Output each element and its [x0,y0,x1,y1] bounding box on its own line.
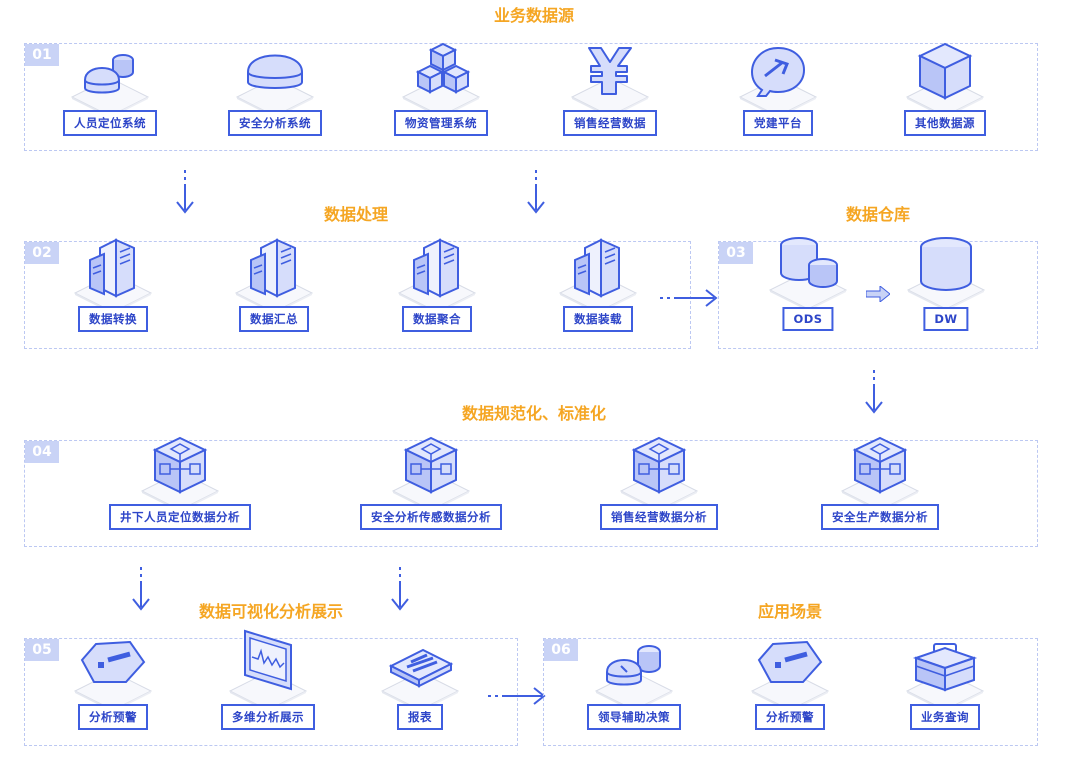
item-analysis-warning[interactable]: 分析预警 [58,636,168,736]
item-label: 党建平台 [743,110,813,136]
item-label: 安全分析系统 [228,110,322,136]
item-other-sources[interactable]: 其他数据源 [890,42,1000,142]
panel-business-sources: 01 [24,43,1038,151]
right-arrow-icon [660,288,720,308]
item-data-summary[interactable]: 数据汇总 [219,238,329,338]
briefcase-icon [910,636,980,698]
item-materials-management[interactable]: 物资管理系统 [386,42,496,142]
item-label: 分析预警 [78,704,148,730]
cube-icon [910,42,980,104]
item-label: 安全生产数据分析 [821,504,939,530]
item-multidim-analysis[interactable]: 多维分析展示 [213,626,323,730]
item-production-safety-analysis[interactable]: 安全生产数据分析 [800,436,960,536]
hub-cube-icon [145,436,215,498]
item-data-aggregation[interactable]: 数据聚合 [382,238,492,338]
warning-badge-icon [755,636,825,698]
decision-icon [599,636,669,698]
people-icon [75,42,145,104]
hub-cube-icon [845,436,915,498]
section-number-badge: 03 [719,242,753,264]
server-icon [78,238,148,300]
item-dw[interactable]: DW [891,235,1001,335]
server-icon [239,238,309,300]
section-title-business-sources: 业务数据源 [493,6,575,25]
item-label: 人员定位系统 [63,110,157,136]
item-data-loading[interactable]: 数据装载 [543,238,653,338]
section-number-badge: 02 [25,242,59,264]
item-sales-data[interactable]: 销售经营数据 [555,42,665,142]
item-label: 井下人员定位数据分析 [109,504,251,530]
item-label: 销售经营数据 [563,110,657,136]
item-leadership-decision[interactable]: 领导辅助决策 [579,636,689,736]
item-ods[interactable]: ODS [753,235,863,335]
section-number-badge: 06 [544,639,578,661]
hub-cube-icon [624,436,694,498]
database-icon [911,235,981,297]
item-label: 销售经营数据分析 [600,504,718,530]
item-label: 数据汇总 [239,306,309,332]
shield-icon [240,42,310,104]
hub-cube-icon [396,436,466,498]
item-label: 分析预警 [755,704,825,730]
down-arrow-icon [175,170,195,216]
down-arrow-icon [390,567,410,613]
down-arrow-icon [131,567,151,613]
boxes-icon [406,42,476,104]
database-pair-icon [773,235,843,297]
server-icon [563,238,633,300]
panel-normalization: 04 [24,440,1038,547]
item-party-platform[interactable]: 党建平台 [723,42,833,142]
item-data-conversion[interactable]: 数据转换 [58,238,168,338]
item-label: 其他数据源 [904,110,986,136]
item-label: ODS [782,307,834,331]
item-label: DW [923,307,969,331]
section-number-badge: 05 [25,639,59,661]
section-number-badge: 04 [25,441,59,463]
item-label: 多维分析展示 [221,704,315,730]
section-title-data-warehouse: 数据仓库 [845,205,911,224]
panel-scenarios: 06 [543,638,1038,746]
double-arrow-icon [865,284,891,304]
item-label: 物资管理系统 [394,110,488,136]
item-business-query[interactable]: 业务查询 [890,636,1000,736]
section-title-visualization: 数据可视化分析展示 [198,602,344,621]
item-label: 数据转换 [78,306,148,332]
item-label: 数据装载 [563,306,633,332]
server-icon [402,238,472,300]
section-number-badge: 01 [25,44,59,66]
report-icon [385,636,455,698]
panel-data-warehouse: 03 [718,241,1038,349]
item-label: 报表 [397,704,443,730]
party-emblem-icon [743,42,813,104]
item-safety-sensor-analysis[interactable]: 安全分析传感数据分析 [351,436,511,536]
item-sales-analysis[interactable]: 销售经营数据分析 [579,436,739,536]
yen-icon [575,42,645,104]
item-safety-analysis[interactable]: 安全分析系统 [220,42,330,142]
section-title-normalization: 数据规范化、标准化 [461,404,607,423]
warning-badge-icon [78,636,148,698]
panel-data-processing: 02 [24,241,691,349]
item-label: 领导辅助决策 [587,704,681,730]
item-underground-personnel-analysis[interactable]: 井下人员定位数据分析 [100,436,260,536]
monitor-chart-icon [233,626,303,694]
item-label: 数据聚合 [402,306,472,332]
item-report[interactable]: 报表 [365,636,475,736]
right-arrow-icon [488,686,548,706]
item-label: 安全分析传感数据分析 [360,504,502,530]
down-arrow-icon [526,170,546,216]
item-analysis-warning-2[interactable]: 分析预警 [735,636,845,736]
section-title-data-processing: 数据处理 [323,205,389,224]
section-title-scenarios: 应用场景 [757,602,823,621]
item-label: 业务查询 [910,704,980,730]
item-personnel-positioning[interactable]: 人员定位系统 [55,42,165,142]
down-arrow-icon [864,370,884,416]
